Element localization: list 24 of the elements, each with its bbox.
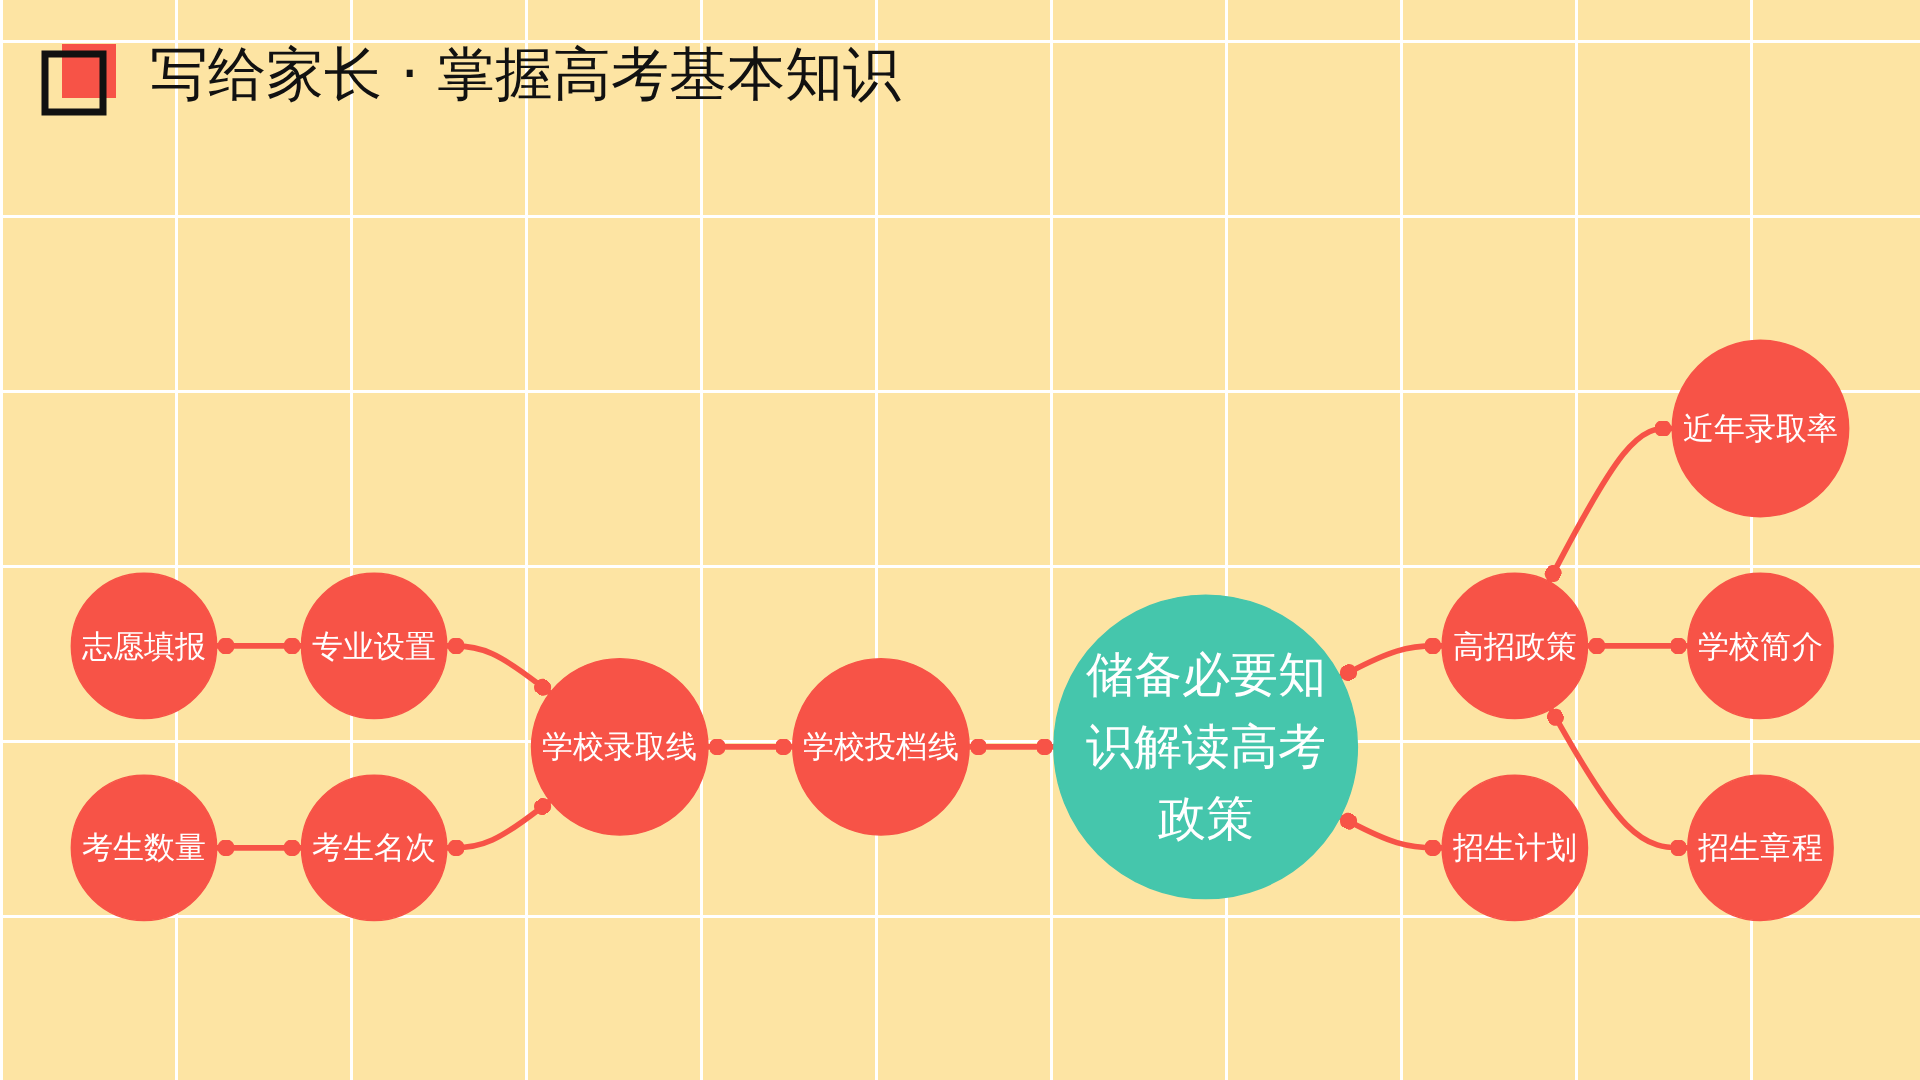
node-circle: 志愿填报 [70, 572, 218, 719]
connector [446, 797, 552, 856]
node-circle: 学校简介 [1687, 572, 1834, 719]
node-circle: 招生计划 [1441, 774, 1589, 921]
node-circle: 近年录取率 [1671, 339, 1850, 518]
node-circle: 招生章程 [1687, 774, 1834, 921]
connector [708, 737, 793, 755]
connector [446, 637, 552, 696]
node-circle: 专业设置 [300, 572, 448, 719]
connector [216, 838, 302, 856]
node-circle: 高招政策 [1441, 572, 1589, 719]
node-circle: 学校录取线 [530, 657, 709, 836]
connector [1587, 637, 1688, 655]
node-circle: 储备必要知识解读高考政策 [1053, 594, 1359, 899]
node-circle: 考生数量 [70, 774, 218, 921]
title: 写给家长 · 掌握高考基本知识 [150, 40, 902, 110]
connector [969, 737, 1054, 755]
connector [1339, 812, 1443, 856]
node-circle: 考生名次 [300, 774, 448, 921]
connector [1546, 707, 1688, 856]
connector [1544, 419, 1673, 583]
connector [1339, 637, 1443, 681]
node-circle: 学校投档线 [792, 657, 970, 836]
connector [216, 637, 302, 655]
